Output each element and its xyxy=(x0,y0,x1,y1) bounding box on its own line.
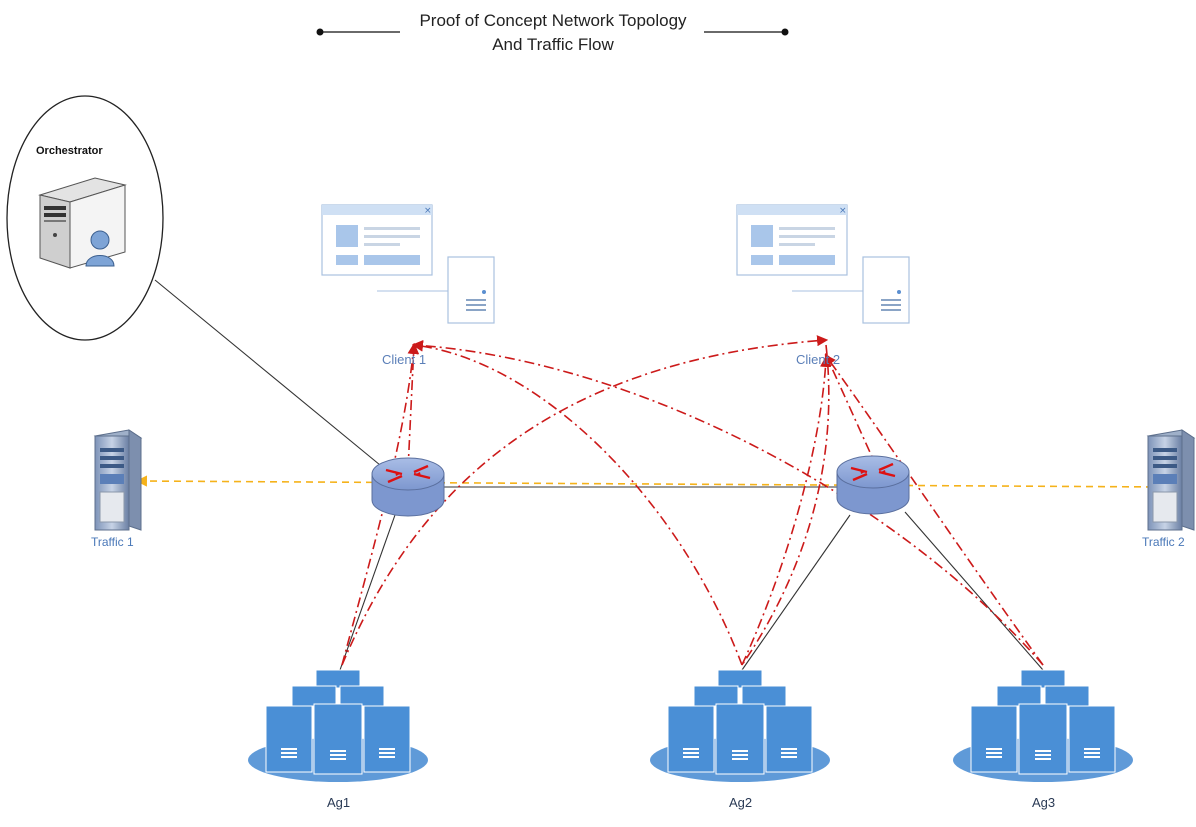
router2-node[interactable] xyxy=(836,455,910,515)
app-window-icon: × xyxy=(321,204,433,276)
client1-label: Client 1 xyxy=(382,352,427,367)
traffic1-node[interactable] xyxy=(93,429,143,531)
server-box-icon xyxy=(862,256,910,324)
ag3-node[interactable] xyxy=(953,669,1133,782)
ag1-node[interactable] xyxy=(248,669,428,782)
orchestrator-node[interactable] xyxy=(6,95,164,341)
orchestrator-label: Orchestrator xyxy=(36,145,103,157)
client2-label: Client 2 xyxy=(796,352,841,367)
app-window-icon: × xyxy=(736,204,848,276)
flow-ag2-client2 xyxy=(741,355,832,666)
server-tower-icon xyxy=(1146,429,1196,531)
traffic2-label: Traffic 2 xyxy=(1142,535,1185,549)
client2-node[interactable]: × xyxy=(736,204,910,324)
server-box-icon xyxy=(447,256,495,324)
flow-ag3-client2 xyxy=(824,354,1044,666)
flow-ag3-client1 xyxy=(411,340,1044,666)
router1-node[interactable] xyxy=(371,457,445,517)
flow-ag2-client1 xyxy=(411,340,743,666)
server-tower-icon xyxy=(93,429,143,531)
flow-traffic2-to-traffic1 xyxy=(135,475,1166,488)
flow-router2-client2 xyxy=(824,352,879,471)
physical-links xyxy=(154,279,1044,671)
link-router2-ag2 xyxy=(741,514,851,671)
router-icon xyxy=(371,457,445,517)
ag2-node[interactable] xyxy=(650,669,830,782)
flow-client2-ag2-return xyxy=(741,344,830,666)
ag1-label: Ag1 xyxy=(327,795,351,810)
ag3-label: Ag3 xyxy=(1032,795,1056,810)
diagram-title-line2: And Traffic Flow xyxy=(492,35,614,54)
link-router1-ag1 xyxy=(339,514,396,671)
flow-router1-client1 xyxy=(407,342,420,471)
server-cluster-icon xyxy=(650,669,830,782)
control-flows-red xyxy=(341,335,1044,666)
svg-text:×: × xyxy=(839,206,847,216)
server-cluster-icon xyxy=(248,669,428,782)
server-cluster-icon xyxy=(953,669,1133,782)
link-orchestrator-router1 xyxy=(154,279,381,466)
link-router2-ag3 xyxy=(904,511,1044,671)
svg-text:×: × xyxy=(424,206,432,216)
traffic1-label: Traffic 1 xyxy=(91,535,134,549)
router-icon xyxy=(836,455,910,515)
diagram-title-line1: Proof of Concept Network Topology xyxy=(419,11,687,30)
title-decoration xyxy=(316,28,789,36)
server-user-icon xyxy=(38,177,127,269)
traffic-flow-yellow xyxy=(135,475,1166,488)
flow-ag1-client2 xyxy=(341,335,829,666)
ag2-label: Ag2 xyxy=(729,795,753,810)
traffic2-node[interactable] xyxy=(1146,429,1196,531)
client1-node[interactable]: × xyxy=(321,204,495,324)
